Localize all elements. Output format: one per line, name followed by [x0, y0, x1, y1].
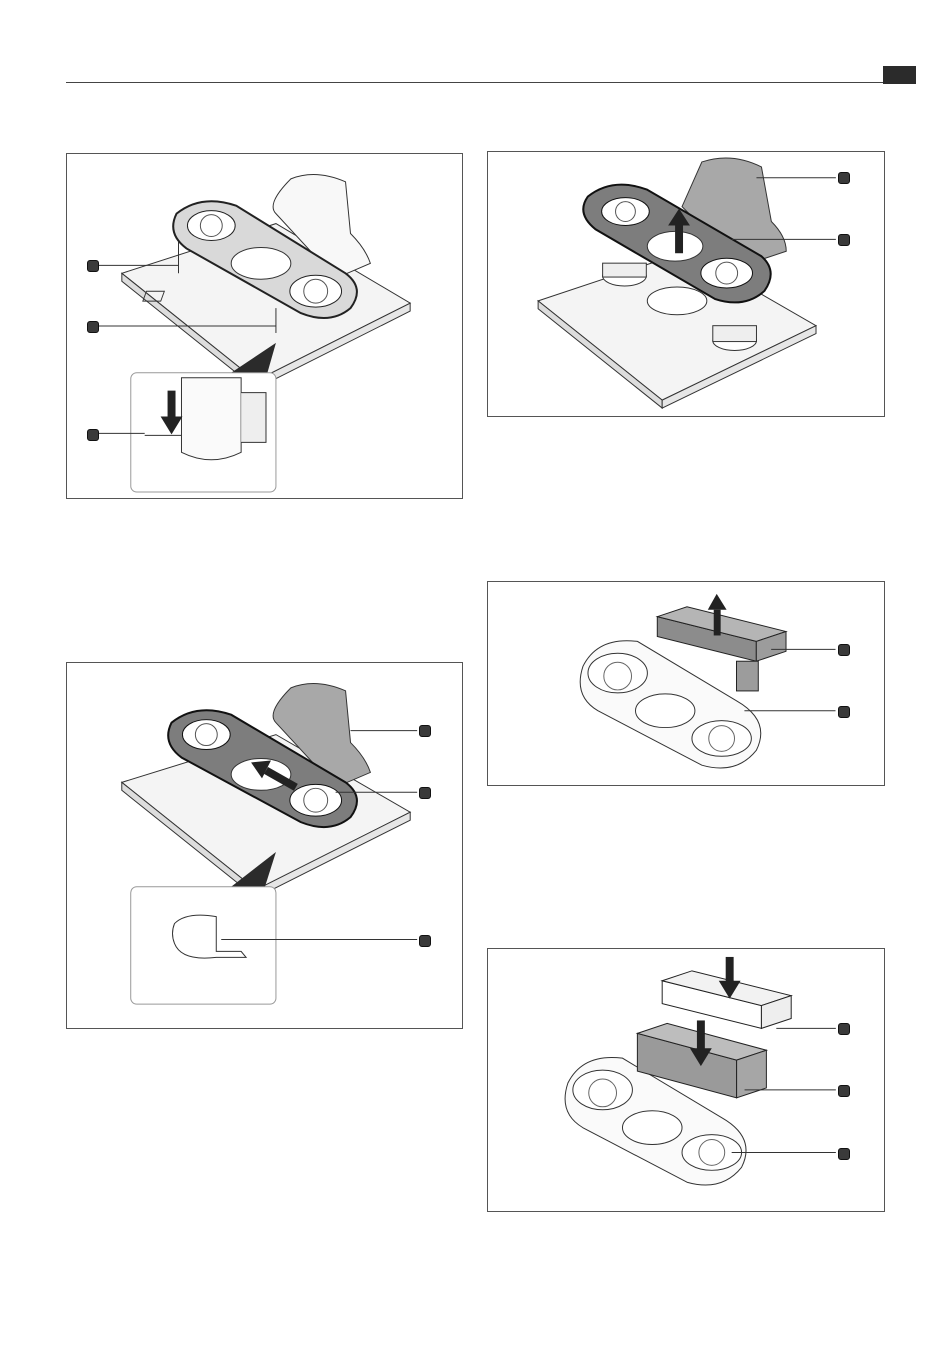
- header-rule: [66, 82, 886, 83]
- callout-dot-icon: [419, 725, 431, 737]
- up-arrow-icon: [714, 610, 721, 636]
- callout-dot-icon: [838, 644, 850, 656]
- figure-1-drawing: [67, 154, 462, 498]
- callout-dot-icon: [87, 321, 99, 333]
- down-arrow-icon: [168, 391, 176, 419]
- callout-dot-icon: [838, 172, 850, 184]
- callout-dot-icon: [838, 1148, 850, 1160]
- callout-dot-icon: [838, 1023, 850, 1035]
- figure-5: [487, 948, 885, 1212]
- down-arrow-icon: [726, 957, 734, 983]
- callout-dot-icon: [419, 935, 431, 947]
- page-tab: [883, 66, 916, 84]
- callout-dot-icon: [838, 706, 850, 718]
- callout-dot-icon: [838, 1085, 850, 1097]
- figure-5-drawing: [488, 949, 884, 1211]
- figure-3-drawing: [488, 582, 884, 785]
- figure-2-drawing: [488, 152, 884, 416]
- figure-4: [66, 662, 463, 1029]
- callout-dot-icon: [838, 234, 850, 246]
- figure-2: [487, 151, 885, 417]
- figure-3: [487, 581, 885, 786]
- callout-dot-icon: [419, 787, 431, 799]
- up-arrow-icon: [675, 223, 683, 253]
- callout-dot-icon: [87, 260, 99, 272]
- figure-1: [66, 153, 463, 499]
- callout-dot-icon: [87, 429, 99, 441]
- figure-4-drawing: [67, 663, 462, 1028]
